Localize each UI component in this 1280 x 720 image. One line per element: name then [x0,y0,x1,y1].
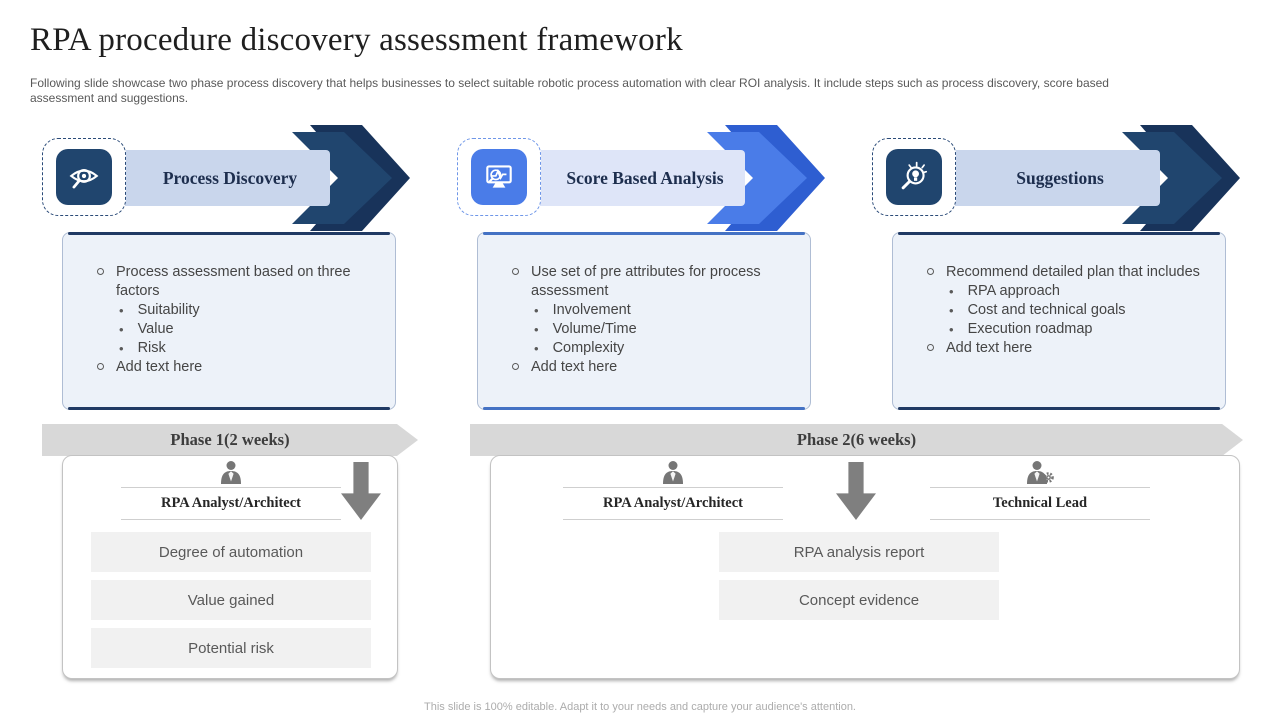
icon-card [872,138,956,216]
bullet-text: Add text here [531,359,618,375]
sub-bullet-text: Cost and technical goals [967,302,1126,318]
role-rpa-analyst-architect: RPA Analyst/Architect [563,460,783,520]
circle-bullet-icon [927,344,934,351]
circle-bullet-icon [512,268,519,275]
assessment-item: Concept evidence [719,580,999,620]
item-label: Potential risk [188,639,274,657]
assessment-item: Value gained [91,580,371,620]
bullet-text: Add text here [116,359,203,375]
phase2-label: Phase 2(6 weeks) [796,430,917,449]
header-label: Process Discovery [162,167,298,188]
dot-bullet-icon: • [949,303,954,318]
column-suggestions: Suggestions Recommend detailed plan that… [872,125,1240,410]
bullet-text: Add text here [946,340,1033,356]
bullet-text: Recommend detailed plan that includes [946,264,1200,280]
bullet-list: Use set of pre attributes for process as… [512,263,796,377]
bullet-list: Recommend detailed plan that includes • R… [927,263,1211,358]
role-name: RPA Analyst/Architect [563,487,783,520]
down-arrow-icon [341,462,381,520]
assessment-item: RPA analysis report [719,532,999,572]
dot-bullet-icon: • [119,322,124,337]
bullet-text: Process assessment based on three factor… [116,264,351,299]
role-name: Technical Lead [930,487,1150,520]
column-process-discovery: Process Discovery Process assessment bas… [42,125,410,410]
assessment-item: Degree of automation [91,532,371,572]
header-label: Score Based Analysis [566,167,724,188]
dot-bullet-icon: • [534,341,539,356]
dot-bullet-icon: • [119,341,124,356]
person-icon [663,461,683,484]
circle-bullet-icon [97,363,104,370]
monitor-magnifier-icon [471,149,527,205]
bulb-magnifier-icon [886,149,942,205]
score-based-analysis-box: Use set of pre attributes for process as… [477,232,811,410]
role-name: RPA Analyst/Architect [121,487,341,520]
sub-bullet-text: Volume/Time [552,321,637,337]
item-label: Concept evidence [798,591,920,609]
sub-bullet-text: Suitability [137,302,200,318]
suggestions-box: Recommend detailed plan that includes • R… [892,232,1226,410]
role-technical-lead: Technical Lead [930,460,1150,520]
icon-card [42,138,126,216]
role-rpa-analyst-architect: RPA Analyst/Architect [121,460,341,520]
slide-subtitle: Following slide showcase two phase proce… [30,76,1109,105]
dot-bullet-icon: • [119,303,124,318]
dot-bullet-icon: • [949,284,954,299]
page-title: RPA procedure discovery assessment frame… [30,22,683,58]
bullet-text: Use set of pre attributes for process as… [531,264,761,299]
icon-card [457,138,541,216]
process-discovery-box: Process assessment based on three factor… [62,232,396,410]
sub-bullet-text: Risk [137,340,166,356]
item-label: RPA analysis report [793,543,925,561]
circle-bullet-icon [927,268,934,275]
dot-bullet-icon: • [949,322,954,337]
sub-bullet-text: Involvement [552,302,631,318]
sub-bullet-text: Execution roadmap [967,321,1093,337]
phase2-bar: Phase 2(6 weeks) [470,424,1243,456]
phase2-panel: RPA Analyst/Architect Technical Lead RPA… [490,455,1240,679]
dot-bullet-icon: • [534,322,539,337]
eye-magnifier-icon [56,149,112,205]
dot-bullet-icon: • [534,303,539,318]
person-gear-icon [1027,461,1054,484]
phase1-bar: Phase 1(2 weeks) [42,424,418,456]
person-icon [221,461,241,484]
assessment-item: Potential risk [91,628,371,668]
down-arrow-icon [836,462,876,520]
sub-bullet-text: Complexity [552,340,625,356]
footer-note: This slide is 100% editable. Adapt it to… [424,701,856,713]
header-label: Suggestions [1016,167,1104,188]
column-score-based-analysis: Score Based Analysis Use set of pre attr… [457,125,825,410]
item-label: Value gained [187,591,275,609]
sub-bullet-text: Value [137,321,174,337]
phase1-label: Phase 1(2 weeks) [170,430,290,449]
item-label: Degree of automation [158,543,304,561]
circle-bullet-icon [97,268,104,275]
sub-bullet-text: RPA approach [967,283,1060,299]
circle-bullet-icon [512,363,519,370]
phase1-panel: RPA Analyst/Architect Degree of automati… [62,455,398,679]
bullet-list: Process assessment based on three factor… [97,263,381,377]
